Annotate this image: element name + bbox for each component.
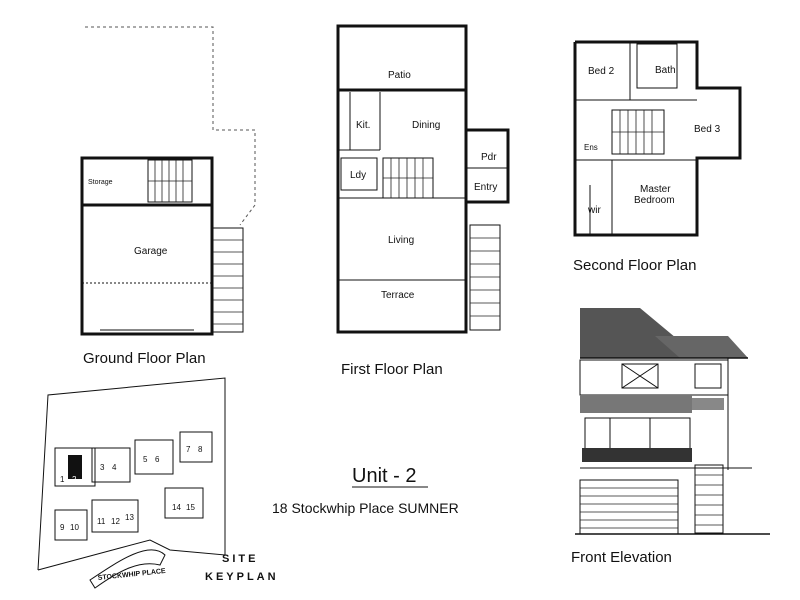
- second-floor-plan: Bed 2 Bath Bed 3 Ens Master Bedroom wir …: [573, 40, 742, 274]
- unit-title-block: Unit - 2 18 Stockwhip Place SUMNER: [272, 465, 459, 516]
- lot-1: 1: [60, 475, 65, 484]
- room-kitchen: Kit.: [356, 120, 370, 131]
- room-living: Living: [388, 235, 414, 246]
- room-storage: Storage: [88, 179, 113, 186]
- first-floor-plan: Patio Kit. Dining Pdr Ldy Entry Living T…: [336, 24, 510, 378]
- garage-door: [579, 479, 679, 535]
- lot-2: 2: [72, 475, 77, 484]
- ground-floor-plan: Storage Garage Ground Floor Plan: [80, 26, 256, 367]
- lot-4: 4: [112, 463, 117, 472]
- first-floor-stairs: [382, 157, 434, 199]
- first-floor-caption: First Floor Plan: [341, 361, 443, 378]
- lot-14: 14: [172, 503, 181, 512]
- unit-title: Unit - 2: [352, 465, 416, 487]
- site-caption-line2: KEYPLAN: [205, 571, 279, 583]
- street-label: STOCKWHIP PLACE: [97, 568, 166, 582]
- lot-9: 9: [60, 523, 65, 532]
- room-bed3: Bed 3: [694, 124, 721, 135]
- room-entry: Entry: [474, 182, 497, 193]
- site-caption-line1: SITE: [222, 553, 258, 565]
- ground-floor-caption: Ground Floor Plan: [83, 350, 206, 367]
- lot-12: 12: [111, 517, 120, 526]
- room-laundry: Ldy: [350, 170, 366, 181]
- lot-15: 15: [186, 503, 195, 512]
- first-external-stair: [469, 224, 501, 331]
- room-dining: Dining: [412, 120, 440, 131]
- lot-10: 10: [70, 523, 79, 532]
- room-powder: Pdr: [481, 152, 497, 163]
- lot-6: 6: [155, 455, 160, 464]
- room-master: Master: [640, 184, 671, 195]
- room-bed2: Bed 2: [588, 66, 615, 77]
- room-terrace: Terrace: [381, 290, 415, 301]
- unit-address: 18 Stockwhip Place SUMNER: [272, 500, 459, 516]
- front-elevation: Front Elevation: [571, 308, 770, 566]
- room-ensuite: Ens: [584, 143, 598, 152]
- site-keyplan: 1 2 3 4 5 6 7 8 9 10 11 12 13 14 15 STOC…: [37, 377, 279, 589]
- room-bath: Bath: [655, 65, 676, 76]
- lot-13: 13: [125, 513, 134, 522]
- room-patio: Patio: [388, 70, 411, 81]
- room-wir: wir: [587, 205, 601, 216]
- elevation-stair: [694, 464, 724, 534]
- second-floor-caption: Second Floor Plan: [573, 257, 696, 274]
- lot-7: 7: [186, 445, 191, 454]
- second-floor-stairs: [611, 109, 665, 155]
- room-garage: Garage: [134, 246, 168, 257]
- lot-11: 11: [97, 517, 106, 526]
- front-elevation-caption: Front Elevation: [571, 549, 672, 566]
- ground-stairs: [147, 159, 193, 203]
- lot-highlight: [68, 455, 82, 479]
- lot-8: 8: [198, 445, 203, 454]
- room-bedroom: Bedroom: [634, 195, 675, 206]
- lot-3: 3: [100, 463, 105, 472]
- ground-external-stair: [212, 227, 244, 333]
- lot-5: 5: [143, 455, 148, 464]
